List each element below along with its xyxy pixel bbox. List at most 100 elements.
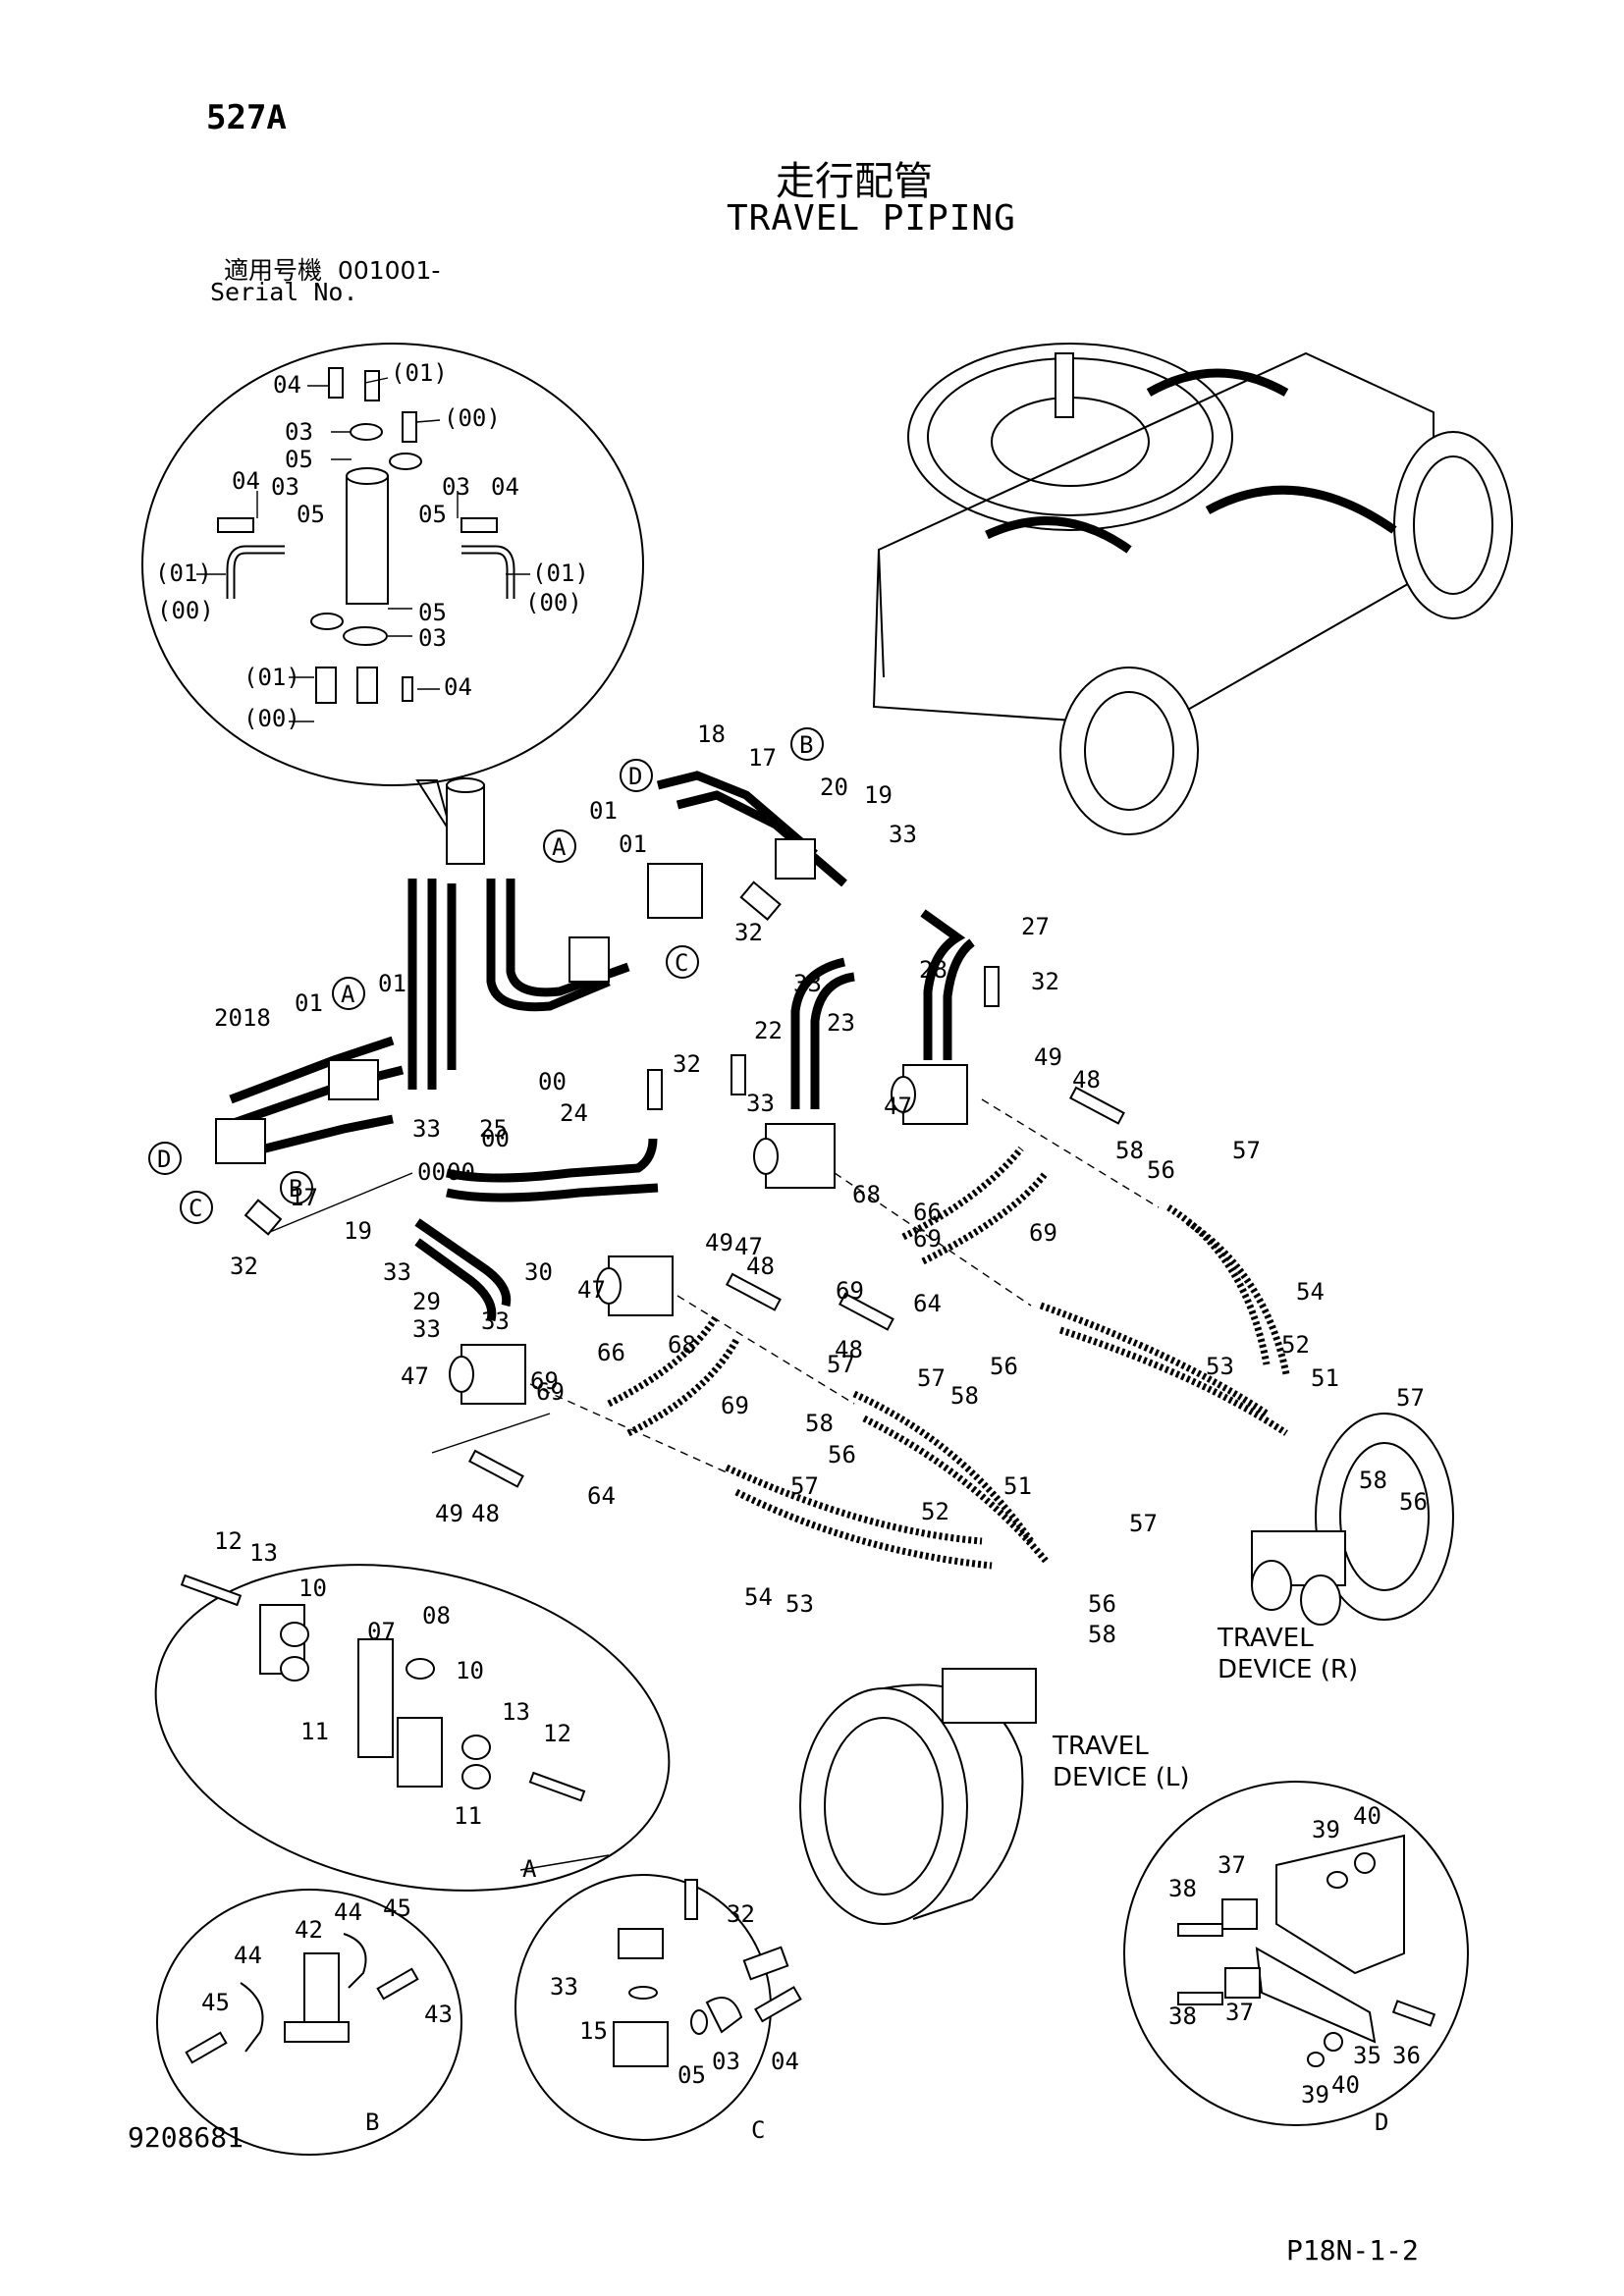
- part-callout-main-lower: 58: [1088, 1621, 1116, 1648]
- part-callout-main-upper: 17: [748, 744, 777, 772]
- travel-device-l-line1: TRAVEL: [1053, 1732, 1149, 1761]
- part-callout-main-middle: 56: [1147, 1156, 1175, 1184]
- part-callout-main-lower: 49: [435, 1500, 463, 1527]
- part-callout-main-middle: 19: [344, 1217, 372, 1245]
- marker-b-left: B: [289, 1175, 302, 1202]
- part-callout-main-middle: 68: [668, 1331, 696, 1359]
- part-callout-main-upper: 01: [295, 989, 323, 1017]
- part-callout-main-middle: 57: [917, 1364, 946, 1392]
- undercarriage-perspective: [872, 343, 1513, 835]
- part-callout-main-middle: 17: [290, 1184, 318, 1211]
- part-callout-main-lower: 69: [536, 1378, 565, 1406]
- part-callout-main-lower: 57: [827, 1351, 855, 1378]
- part-callout-main-middle: 51: [1311, 1364, 1339, 1392]
- part-callout-main-lower: 51: [1003, 1472, 1032, 1500]
- part-callout-main-middle: 58: [1115, 1137, 1144, 1164]
- travel-device-r-line2: DEVICE (R): [1218, 1655, 1359, 1684]
- part-callout-main-middle: 69: [530, 1367, 559, 1395]
- part-callout-main-middle: 33: [412, 1115, 441, 1143]
- part-callout-main-middle: 33: [481, 1308, 510, 1335]
- part-callout-main-middle: 47: [734, 1233, 763, 1260]
- marker-b-top: B: [799, 731, 813, 759]
- part-callout-main-lower: 56: [1088, 1590, 1116, 1618]
- part-callout-detail-top: 05: [418, 501, 447, 528]
- part-callout-detail-top: 05: [285, 446, 313, 473]
- part-callout-main-lower: 48: [471, 1500, 500, 1527]
- travel-device-r: [1251, 1413, 1454, 1626]
- travel-device-l-line2: DEVICE (L): [1053, 1763, 1190, 1792]
- part-callout-main-upper: 01: [589, 797, 618, 825]
- part-callout-detail-c: 05: [677, 2061, 706, 2089]
- part-callout-main-middle: 64: [913, 1290, 942, 1317]
- document-number: 9208681: [128, 2121, 244, 2154]
- part-callout-main-middle: 52: [1281, 1331, 1310, 1359]
- part-callout-main-middle: 57: [1232, 1137, 1261, 1164]
- part-callout-main-upper: 01: [378, 970, 406, 997]
- part-callout-main-upper: 49: [1034, 1043, 1062, 1071]
- part-callout-detail-a: 11: [300, 1718, 329, 1745]
- part-callout-detail-d: 36: [1392, 2042, 1421, 2069]
- part-callout-detail-d: 35: [1353, 2042, 1381, 2069]
- part-callout-main-middle: 33: [383, 1258, 411, 1286]
- part-callout-detail-a: 10: [456, 1657, 484, 1684]
- part-callout-detail-top: (01): [155, 560, 212, 587]
- part-callout-main-upper: 33: [793, 970, 822, 997]
- marker-d-left: D: [157, 1146, 171, 1173]
- title-english: TRAVEL PIPING: [727, 198, 1016, 239]
- part-callout-detail-a: 12: [543, 1720, 571, 1747]
- part-callout-main-upper: 19: [864, 781, 893, 809]
- part-callout-detail-top: 03: [418, 624, 447, 652]
- part-callout-main-middle: 48: [746, 1253, 775, 1280]
- part-callout-detail-top: 03: [285, 418, 313, 446]
- marker-a-left: A: [341, 981, 355, 1008]
- part-callout-detail-a: 07: [367, 1618, 396, 1645]
- detail-c: [514, 1874, 802, 2141]
- part-callout-detail-b: 44: [334, 1898, 362, 1926]
- part-callout-main-upper: 01: [619, 830, 647, 858]
- detail-view-markers: A A B B C C D D A B C D: [148, 727, 1388, 2144]
- part-callout-detail-d: 38: [1168, 1875, 1197, 1902]
- part-callout-main-upper: 33: [889, 821, 917, 848]
- serial-label-japanese: 適用号機 001001-: [224, 251, 440, 287]
- detail-b: [156, 1889, 462, 2156]
- page-reference: P18N-1-2: [1286, 2234, 1419, 2267]
- detail-a: [154, 1564, 671, 1892]
- part-callout-detail-b: 43: [424, 2001, 453, 2028]
- detail-label-c: C: [751, 2116, 765, 2144]
- part-callout-detail-top: 04: [232, 467, 260, 495]
- part-callout-detail-d: 38: [1168, 2002, 1197, 2030]
- detail-label-b: B: [365, 2109, 379, 2136]
- part-callout-main-upper: 00: [417, 1158, 446, 1186]
- part-callout-main-middle: 57: [1396, 1384, 1425, 1412]
- part-callout-detail-top: 04: [491, 473, 519, 501]
- travel-device-r-line1: TRAVEL: [1218, 1624, 1314, 1653]
- swivel-joint-detail-circle: [141, 343, 644, 835]
- part-callout-main-middle: 30: [524, 1258, 553, 1286]
- marker-d-top: D: [628, 763, 642, 790]
- part-callout-main-upper: 48: [1072, 1066, 1101, 1094]
- part-callout-main-middle: 66: [913, 1199, 942, 1226]
- part-callout-detail-c: 04: [771, 2048, 799, 2075]
- page-code: 527A: [206, 98, 287, 137]
- detail-d: [1123, 1781, 1469, 2126]
- part-callout-main-lower: 57: [1129, 1510, 1158, 1537]
- part-callout-main-middle: 47: [577, 1276, 606, 1304]
- part-callout-main-middle: 58: [950, 1382, 979, 1410]
- part-callout-detail-top: 04: [273, 371, 301, 399]
- part-callout-detail-d: 39: [1301, 2081, 1329, 2109]
- part-callout-main-middle: 48: [835, 1336, 863, 1363]
- part-callout-detail-top: (01): [532, 560, 589, 587]
- part-callout-main-upper: 47: [884, 1093, 912, 1120]
- part-callout-main-lower: 58: [805, 1410, 834, 1437]
- serial-value: 001001-: [337, 256, 441, 285]
- part-callout-main-upper: 18: [697, 721, 726, 748]
- part-callout-main-upper: 33: [746, 1090, 775, 1117]
- part-callout-detail-top: 05: [297, 501, 325, 528]
- part-callout-main-upper: 32: [1031, 968, 1059, 995]
- part-callout-main-middle: 32: [230, 1253, 258, 1280]
- marker-a-main: A: [552, 833, 567, 861]
- part-callout-main-upper: 00: [447, 1158, 475, 1186]
- part-callout-detail-b: 45: [201, 1989, 230, 2016]
